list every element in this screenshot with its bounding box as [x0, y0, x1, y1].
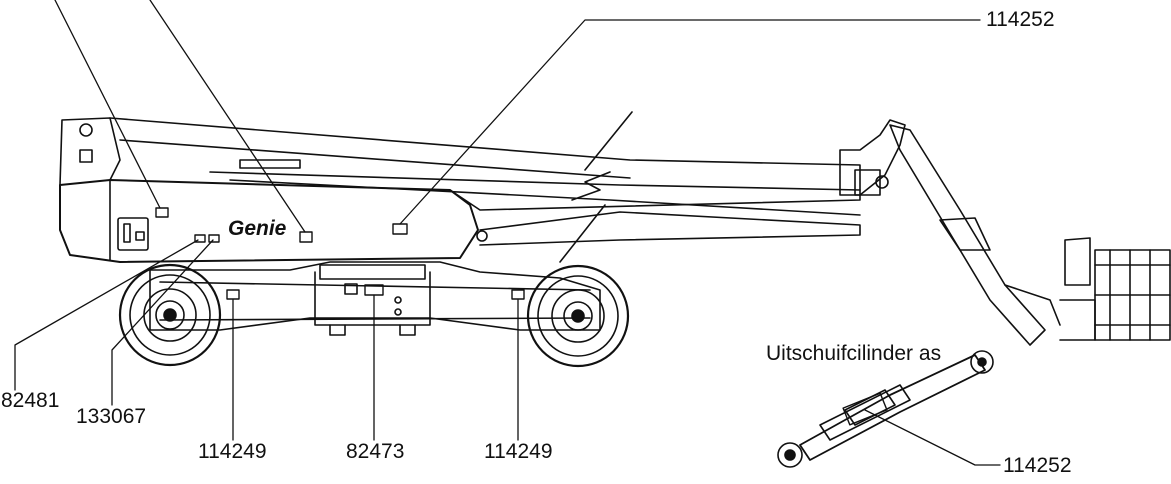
callout-82481: 82481	[1, 389, 60, 412]
leader-line	[864, 409, 1001, 466]
decal-marker	[226, 289, 240, 300]
decal-marker	[392, 223, 408, 235]
callout-114252-cylinder: 114252	[1003, 454, 1072, 477]
callout-114249-right: 114249	[484, 440, 553, 463]
cylinder-caption: Uitschuifcilinder as	[766, 342, 942, 365]
genie-logo: Genie	[228, 217, 287, 240]
decal-marker	[155, 207, 169, 218]
main-boom	[109, 117, 861, 246]
leader-line	[111, 239, 214, 406]
extension-cylinder	[777, 350, 994, 468]
chassis	[149, 261, 601, 336]
leader-line	[14, 239, 199, 391]
decal-markers	[155, 207, 888, 426]
decal-marker	[194, 234, 206, 243]
decal-marker	[511, 289, 525, 300]
callout-133067: 133067	[76, 405, 147, 428]
jib-arm	[889, 124, 1061, 346]
left-wheel	[118, 263, 222, 367]
decal-marker	[842, 392, 888, 426]
decal-marker	[208, 234, 220, 243]
leader-line	[149, 0, 306, 233]
jib-assembly	[839, 119, 906, 196]
callout-82473: 82473	[346, 440, 405, 463]
right-wheel	[526, 264, 630, 368]
leader-line	[54, 0, 161, 209]
boom-break	[559, 111, 633, 263]
platform	[1059, 237, 1171, 341]
callout-114252-top: 114252	[986, 8, 1055, 31]
leader-lines	[14, 0, 1001, 466]
decal-marker	[299, 231, 313, 243]
callout-114249-left: 114249	[198, 440, 267, 463]
leader-line	[399, 19, 981, 225]
